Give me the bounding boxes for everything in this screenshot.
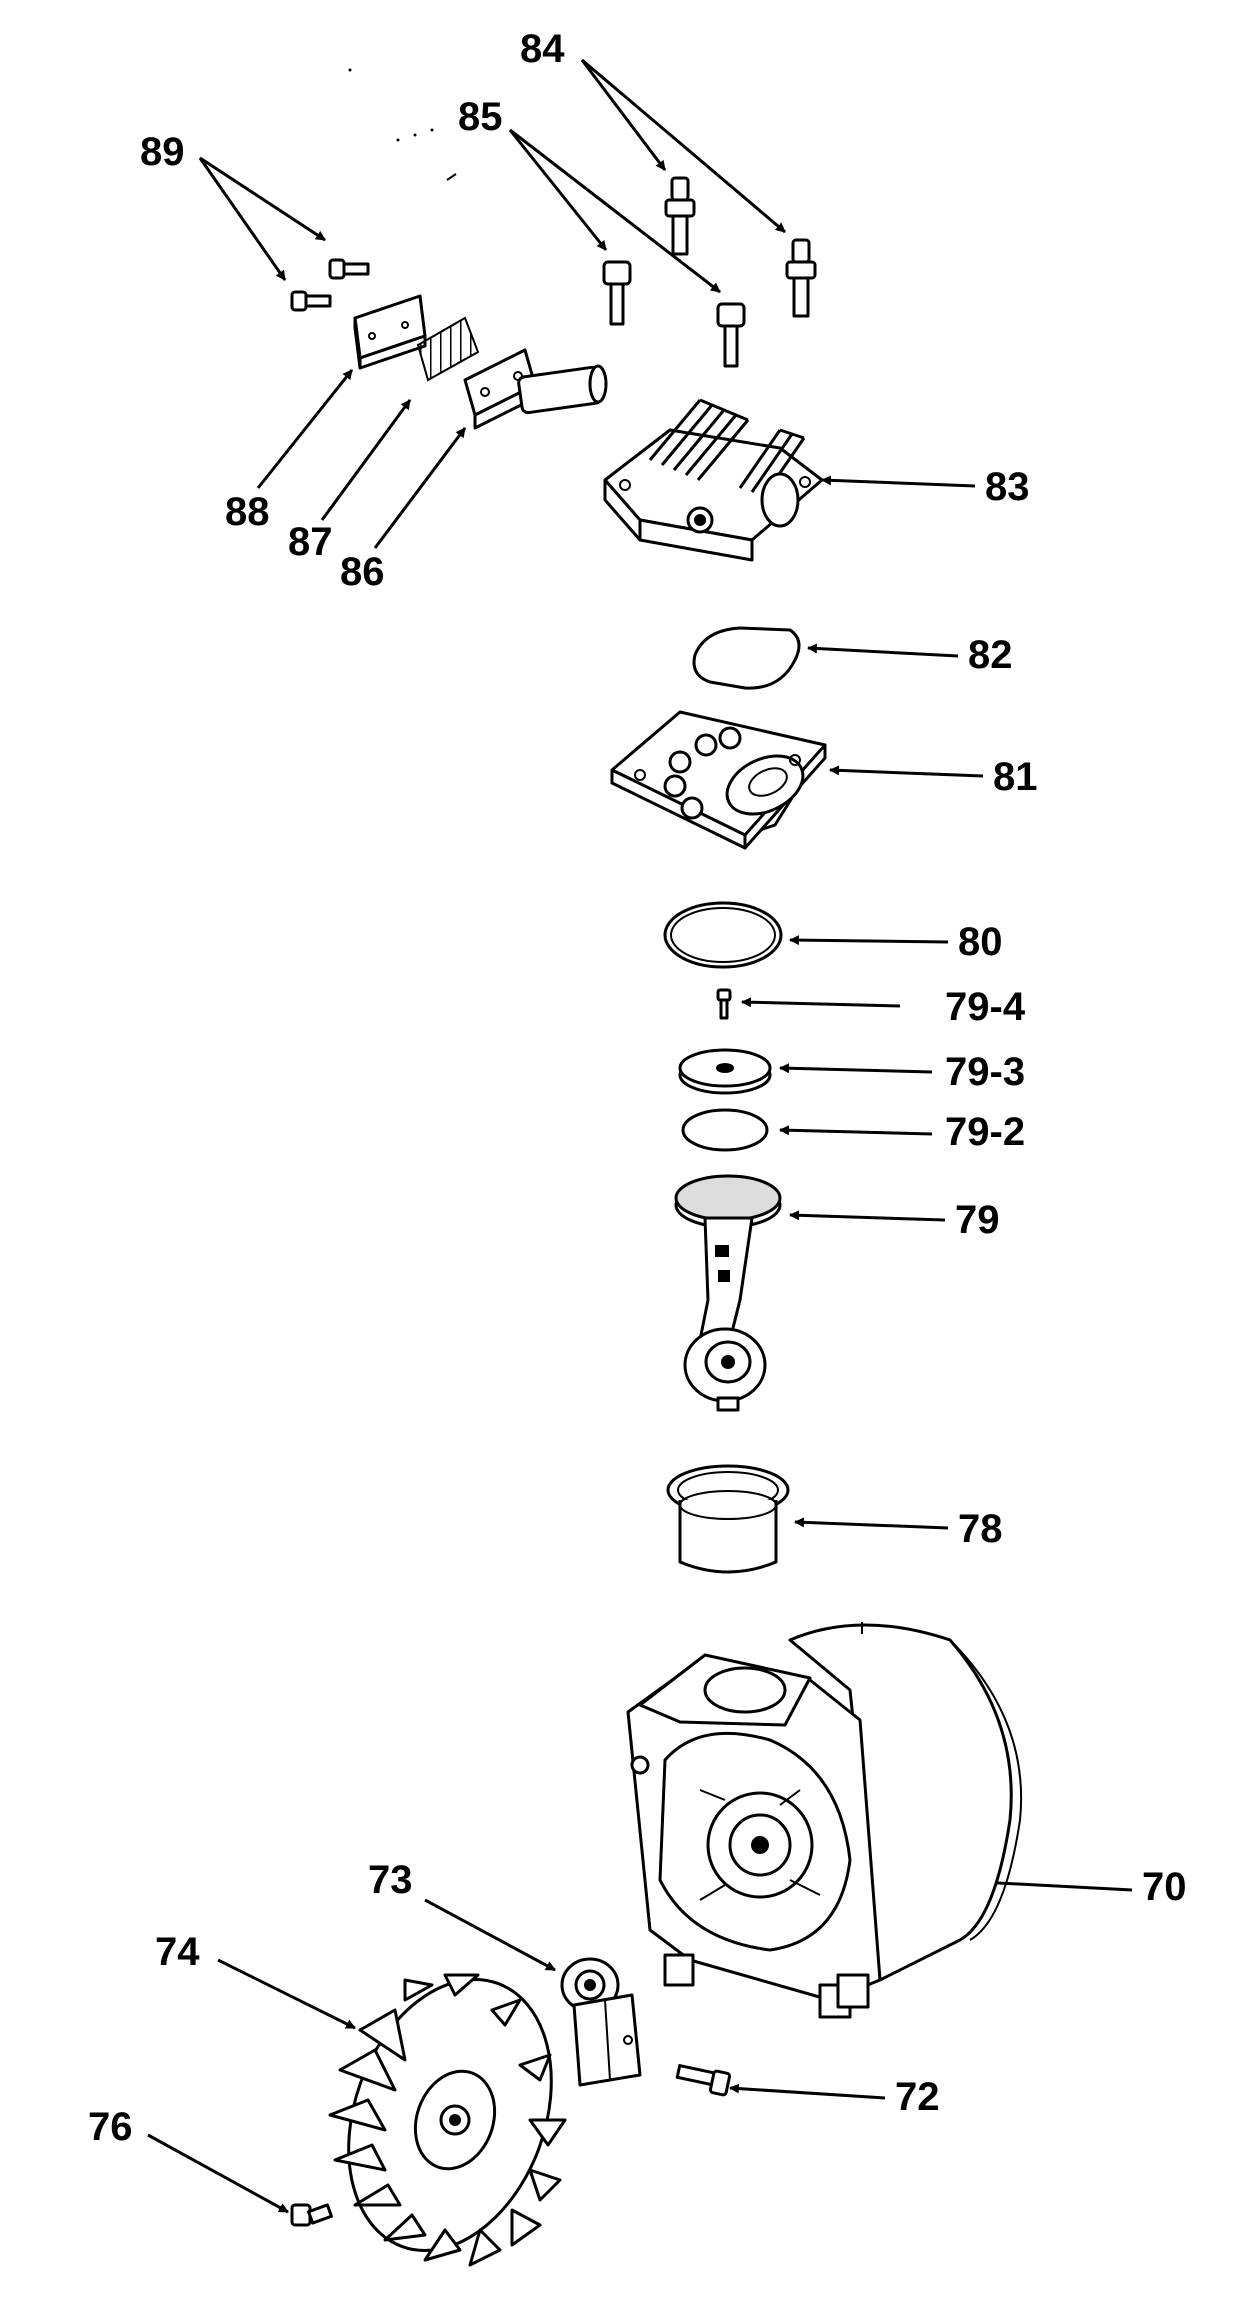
screw-79-4 xyxy=(716,988,732,1020)
screw-89a xyxy=(328,258,370,280)
leader-89b xyxy=(198,157,287,281)
callout-86-label: 86 xyxy=(340,550,385,594)
leader-78 xyxy=(794,1517,949,1530)
callout-78-label: 78 xyxy=(958,1507,1003,1551)
crankcase-motor-70 xyxy=(626,1622,1023,2019)
cylinder-sleeve-78 xyxy=(666,1464,790,1574)
callout-76-label: 76 xyxy=(88,2105,133,2149)
leader-87 xyxy=(320,399,412,521)
callout-70-label: 70 xyxy=(1142,1865,1187,1909)
eccentric-73 xyxy=(560,1957,642,2087)
callout-74-label: 74 xyxy=(155,1930,200,1974)
callout-83-label: 83 xyxy=(985,465,1030,509)
screw-89b xyxy=(290,290,332,312)
o-ring-80 xyxy=(663,901,783,969)
leader-85b xyxy=(509,128,721,294)
bolt-72 xyxy=(675,2064,732,2097)
screw-76 xyxy=(290,2203,333,2227)
leader-79-3 xyxy=(779,1063,933,1074)
leader-81 xyxy=(829,765,984,778)
leader-85a xyxy=(508,129,608,251)
valve-plate-81 xyxy=(610,710,827,850)
leader-arrows xyxy=(147,58,1133,2214)
leader-79-2 xyxy=(779,1125,933,1136)
leader-89a xyxy=(199,156,326,242)
cylinder-head-83 xyxy=(603,398,824,562)
leader-83 xyxy=(821,475,976,488)
leader-84a xyxy=(580,59,667,171)
fan-74 xyxy=(328,1973,567,2267)
callout-82-label: 82 xyxy=(968,633,1013,677)
callout-85-label: 85 xyxy=(458,95,503,139)
leader-73 xyxy=(424,1898,556,1972)
bolt-84b xyxy=(785,238,817,318)
callout-79-label: 79 xyxy=(955,1198,1000,1242)
leader-88 xyxy=(256,369,354,489)
filter-housing-86 xyxy=(463,348,608,430)
filter-element-87 xyxy=(416,316,480,382)
leader-72 xyxy=(729,2083,886,2100)
callout-72-label: 72 xyxy=(895,2075,940,2119)
gasket-82 xyxy=(692,626,801,690)
bolt-85b xyxy=(716,302,746,368)
callout-73-label: 73 xyxy=(368,1858,413,1902)
leader-70 xyxy=(979,1877,1133,1892)
filter-cover-88 xyxy=(353,294,427,370)
leader-74 xyxy=(217,1958,356,2030)
connecting-rod-79 xyxy=(674,1174,782,1412)
leader-76 xyxy=(147,2133,289,2214)
retainer-79-3 xyxy=(678,1048,772,1095)
leader-84b xyxy=(581,58,786,234)
callout-79-3-label: 79-3 xyxy=(945,1050,1025,1094)
callout-89-label: 89 xyxy=(140,130,185,174)
leader-86 xyxy=(373,427,467,549)
fan-blades xyxy=(328,1973,567,2267)
piston-ring-79-2 xyxy=(681,1108,769,1152)
callout-79-4-label: 79-4 xyxy=(945,985,1026,1029)
head-fins xyxy=(648,398,806,497)
bolt-84a xyxy=(664,176,696,256)
callout-88-label: 88 xyxy=(225,490,270,534)
leader-80 xyxy=(789,935,949,946)
callout-79-2-label: 79-2 xyxy=(945,1110,1025,1154)
leader-82 xyxy=(807,643,959,658)
leader-79 xyxy=(789,1210,946,1222)
callout-81-label: 81 xyxy=(993,755,1038,799)
callout-84-label: 84 xyxy=(520,27,565,71)
callout-87-label: 87 xyxy=(288,520,333,564)
callout-80-label: 80 xyxy=(958,920,1003,964)
leader-79-4 xyxy=(741,997,901,1008)
bolt-85a xyxy=(602,260,632,326)
